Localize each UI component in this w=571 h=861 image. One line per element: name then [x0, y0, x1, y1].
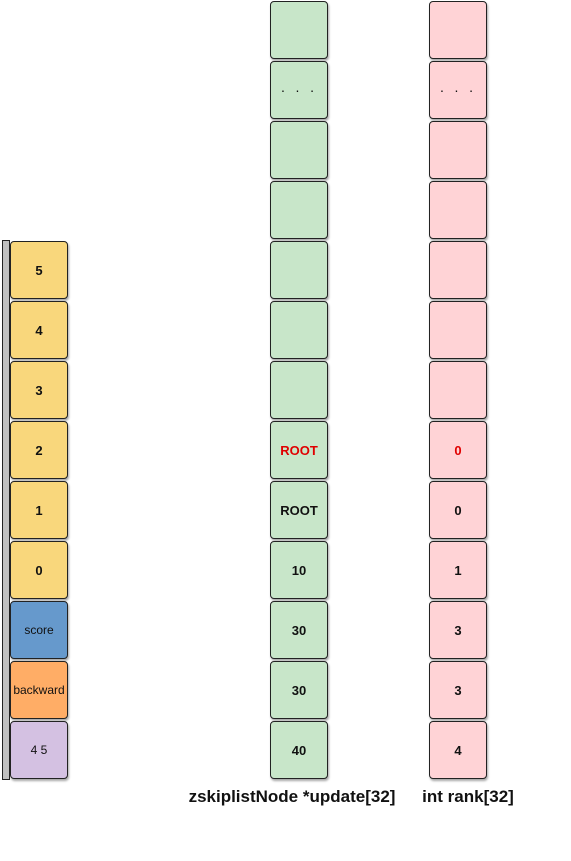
node-level-cell: 0: [10, 541, 68, 599]
rank-cell: [429, 301, 487, 359]
rank-cell: 4: [429, 721, 487, 779]
rank-cell: [429, 121, 487, 179]
rank-cell: [429, 181, 487, 239]
node-level-cell: 1: [10, 481, 68, 539]
update-cell: [270, 181, 328, 239]
update-cell-ellipsis: · · ·: [270, 61, 328, 119]
rank-cell: 3: [429, 661, 487, 719]
update-cell: 40: [270, 721, 328, 779]
rank-cell: 3: [429, 601, 487, 659]
node-score-cell: score: [10, 601, 68, 659]
rank-array-caption: int rank[32]: [422, 787, 514, 806]
node-header-bar: [2, 240, 10, 780]
update-cell: ROOT: [270, 481, 328, 539]
rank-cell: 0: [429, 481, 487, 539]
node-level-cell: 3: [10, 361, 68, 419]
update-cell: [270, 121, 328, 179]
update-cell-highlighted: ROOT: [270, 421, 328, 479]
update-cell: 30: [270, 661, 328, 719]
update-cell: 30: [270, 601, 328, 659]
update-cell: 10: [270, 541, 328, 599]
rank-cell-highlighted: 0: [429, 421, 487, 479]
node-backward-cell: backward: [10, 661, 68, 719]
node-level-cell: 5: [10, 241, 68, 299]
node-level-cell: 4: [10, 301, 68, 359]
rank-cell: [429, 361, 487, 419]
node-level-cell: 2: [10, 421, 68, 479]
rank-cell: 1: [429, 541, 487, 599]
update-cell: [270, 361, 328, 419]
rank-cell-ellipsis: · · ·: [429, 61, 487, 119]
update-array-caption: zskiplistNode *update[32]: [188, 787, 396, 806]
update-cell: [270, 241, 328, 299]
update-cell: [270, 301, 328, 359]
rank-cell: [429, 241, 487, 299]
rank-cell: [429, 1, 487, 59]
update-cell: [270, 1, 328, 59]
node-ele-cell: 4 5: [10, 721, 68, 779]
